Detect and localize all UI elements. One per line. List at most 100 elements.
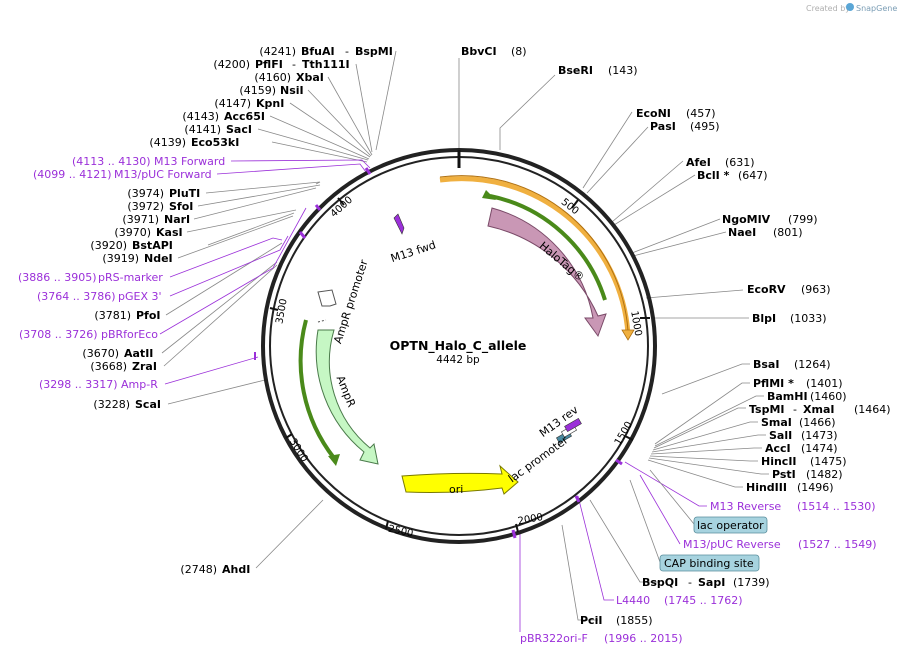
enzyme-bspqi[interactable]: BspQI - SapI (1739) [642, 576, 770, 589]
svg-text:NdeI: NdeI [144, 252, 173, 265]
enzyme-pasi[interactable]: PasI (495) [650, 120, 720, 133]
enzyme-saci[interactable]: (4141) SacI [184, 123, 252, 136]
enzyme-afei[interactable]: AfeI (631) [686, 156, 755, 169]
lac-operator-box[interactable]: lac operator [693, 516, 768, 534]
enzyme-kasi[interactable]: (3970) KasI [114, 226, 182, 239]
primer-amp-r[interactable]: (3298 .. 3317) Amp-R [39, 378, 158, 391]
halotag-label: HaloTag® [537, 239, 587, 284]
orange-cds-arc [439, 176, 631, 335]
enzyme-psti[interactable]: PstI (1482) [772, 468, 843, 481]
tick-2500: 2500 [387, 524, 414, 540]
enzyme-nari[interactable]: (3971) NarI [122, 213, 190, 226]
primer-m13-reverse[interactable]: M13 Reverse (1514 .. 1530) [710, 500, 876, 513]
enzyme-bfuai[interactable]: (4241) BfuAI - BspMI [259, 45, 392, 58]
enzyme-eco53ki[interactable]: (4139) Eco53kI [149, 136, 239, 149]
enzyme-zrai[interactable]: (3668) ZraI [90, 360, 157, 373]
primer-m13puc-reverse[interactable]: M13/pUC Reverse (1527 .. 1549) [683, 538, 877, 551]
svg-text:NaeI: NaeI [728, 226, 756, 239]
enzyme-ngomiv[interactable]: NgoMIV (799) [722, 213, 818, 226]
enzyme-ndei[interactable]: (3919) NdeI [102, 252, 172, 265]
svg-text:Acc65I: Acc65I [224, 110, 265, 123]
svg-text:(647): (647) [738, 169, 768, 182]
enzyme-acc65i[interactable]: (4143) Acc65I [182, 110, 265, 123]
svg-text:PfoI: PfoI [136, 309, 161, 322]
enzyme-acci[interactable]: AccI (1474) [765, 442, 838, 455]
enzyme-nsii[interactable]: (4159) NsiI [239, 84, 303, 97]
enzyme-hindiii[interactable]: HindIII (1496) [746, 481, 834, 494]
svg-text:XbaI: XbaI [296, 71, 324, 84]
primer-m13puc-forward[interactable]: (4099 .. 4121) M13/pUC Forward [33, 168, 212, 181]
enzyme-pfoi[interactable]: (3781) PfoI [94, 309, 160, 322]
primer-pbrforeco[interactable]: (3708 .. 3726) pBRforEco [19, 328, 158, 341]
primer-pbr322ori-f[interactable]: pBR322ori-F (1996 .. 2015) [520, 632, 683, 645]
feature-m13-rev[interactable]: M13 rev [537, 403, 582, 440]
svg-text:SacI: SacI [226, 123, 252, 136]
svg-text:(1496): (1496) [797, 481, 834, 494]
enzyme-pflfi[interactable]: (4200) PflFI - Tth111I [213, 58, 349, 71]
svg-text:BspMI: BspMI [355, 45, 393, 58]
enzyme-ecorv[interactable]: EcoRV (963) [747, 283, 831, 296]
cap-binding-site-box[interactable]: CAP binding site [659, 554, 760, 572]
svg-text:EcoRV: EcoRV [747, 283, 786, 296]
primer-pgex3[interactable]: (3764 .. 3786) pGEX 3' [37, 290, 162, 303]
enzyme-kpni[interactable]: (4147) KpnI [214, 97, 284, 110]
svg-text:(1033): (1033) [790, 312, 827, 325]
enzyme-smai[interactable]: SmaI (1466) [761, 416, 836, 429]
enzyme-econi[interactable]: EcoNI (457) [636, 107, 716, 120]
svg-text:BfuAI: BfuAI [301, 45, 335, 58]
enzyme-xbai[interactable]: (4160) XbaI [254, 71, 323, 84]
enzyme-bseri[interactable]: BseRI (143) [558, 64, 638, 77]
enzyme-pcii[interactable]: PciI (1855) [580, 614, 653, 627]
primer-l4440[interactable]: L4440 (1745 .. 1762) [616, 594, 743, 607]
enzyme-blpi[interactable]: BlpI (1033) [752, 312, 827, 325]
plasmid-length: 4442 bp [436, 354, 480, 366]
enzyme-sali[interactable]: SalI (1473) [769, 429, 838, 442]
tick-3500: 3500 [274, 298, 289, 325]
left-primer-labels: (4113 .. 4130) M13 Forward (4099 .. 4121… [18, 155, 225, 391]
enzyme-bamhi[interactable]: BamHI (1460) [767, 390, 847, 403]
enzyme-bsai[interactable]: BsaI (1264) [753, 358, 831, 371]
svg-text:BspQI: BspQI [642, 576, 678, 589]
svg-text:BclI *: BclI * [697, 169, 730, 182]
feature-m13-fwd[interactable]: M13 fwd [389, 213, 437, 265]
enzyme-scai[interactable]: (3228) ScaI [93, 398, 161, 411]
enzyme-bstapi[interactable]: (3920) BstAPI [90, 239, 172, 252]
enzyme-hincii[interactable]: HincII (1475) [761, 455, 847, 468]
primer-prs-marker[interactable]: (3886 .. 3905) pRS-marker [18, 271, 163, 284]
right-primer-leaders [519, 461, 707, 632]
m13-fwd-label: M13 fwd [389, 238, 437, 265]
backbone [261, 148, 657, 544]
svg-text:(3708 .. 3726): (3708 .. 3726) [19, 328, 98, 341]
svg-text:(1460): (1460) [810, 390, 847, 403]
enzyme-tspmi[interactable]: TspMI - XmaI (1464) [749, 403, 891, 416]
svg-text:SmaI: SmaI [761, 416, 792, 429]
enzyme-bbvci[interactable]: BbvCI (8) [461, 45, 527, 58]
feature-halotag[interactable]: HaloTag® [487, 207, 607, 338]
svg-text:(1474): (1474) [801, 442, 838, 455]
feature-arcs [298, 175, 635, 466]
svg-text:XmaI: XmaI [803, 403, 834, 416]
svg-text:(1996 .. 2015): (1996 .. 2015) [604, 632, 683, 645]
svg-text:M13/pUC Forward: M13/pUC Forward [114, 168, 212, 181]
primer-m13-forward[interactable]: (4113 .. 4130) M13 Forward [72, 155, 225, 168]
svg-text:M13 Reverse: M13 Reverse [710, 500, 781, 513]
feature-ori[interactable]: ori [401, 464, 519, 496]
svg-text:SalI: SalI [769, 429, 792, 442]
svg-text:ScaI: ScaI [135, 398, 161, 411]
svg-text:ZraI: ZraI [132, 360, 157, 373]
enzyme-pflmi[interactable]: PflMI * (1401) [753, 377, 843, 390]
svg-text:-: - [345, 45, 349, 58]
enzyme-naei[interactable]: NaeI (801) [728, 226, 803, 239]
svg-text:BsaI: BsaI [753, 358, 779, 371]
svg-text:(1745 .. 1762): (1745 .. 1762) [664, 594, 743, 607]
svg-text:M13 Forward: M13 Forward [154, 155, 225, 168]
svg-text:(1466): (1466) [799, 416, 836, 429]
enzyme-ahdi[interactable]: (2748) AhdI [180, 563, 250, 576]
enzyme-pluti[interactable]: (3974) PluTI [127, 187, 200, 200]
svg-text:KpnI: KpnI [256, 97, 284, 110]
svg-text:(4160): (4160) [254, 71, 291, 84]
enzyme-sfoi[interactable]: (3972) SfoI [127, 200, 193, 213]
enzyme-aatii[interactable]: (3670) AatII [82, 347, 153, 360]
tick-1500: 1500 [613, 420, 635, 448]
enzyme-bcli[interactable]: BclI * (647) [697, 169, 768, 182]
